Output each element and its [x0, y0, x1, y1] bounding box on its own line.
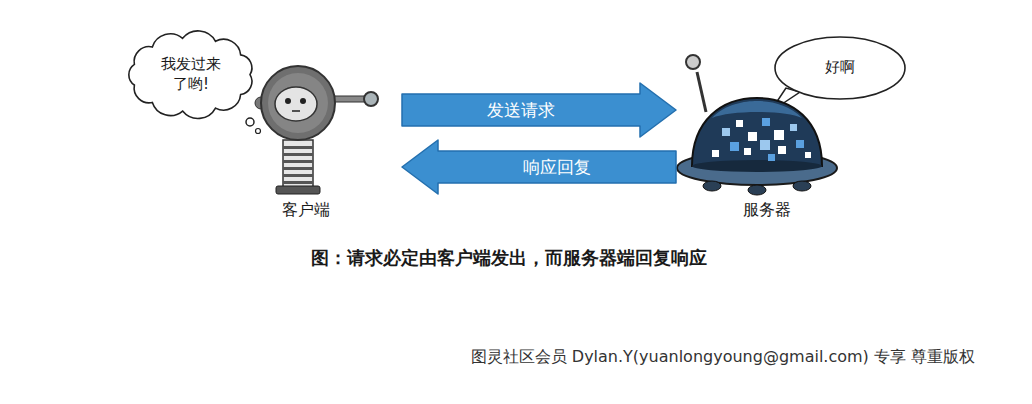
- server-robot-figure-part: [744, 148, 751, 155]
- client-robot-figure-part: [261, 66, 335, 140]
- bubble-text: 好啊: [800, 58, 880, 78]
- server-robot-figure-part: [686, 55, 700, 69]
- client-robot-figure-part: [334, 96, 366, 102]
- server-robot-figure-part: [712, 101, 802, 118]
- client-robot-figure-part: [283, 181, 313, 184]
- client-robot-figure-part: [256, 129, 261, 134]
- server-robot-figure-part: [692, 160, 822, 172]
- client-robot-figure: [246, 66, 378, 194]
- arrow-label: 发送请求: [487, 100, 555, 120]
- client-robot-figure-part: [292, 110, 300, 112]
- client-robot-figure-part: [285, 98, 291, 104]
- server-robot-figure-part: [805, 152, 811, 158]
- server-robot-figure-part: [778, 146, 786, 154]
- client-robot-figure-part: [283, 146, 313, 149]
- client-robot-figure-part: [283, 167, 313, 170]
- server-robot-figure-part: [768, 154, 775, 161]
- client-robot-figure-part: [276, 186, 320, 194]
- client-robot-figure-part: [283, 140, 313, 188]
- copyright-watermark: 图灵社区会员 Dylan.Y(yuanlongyoung@gmail.com) …: [471, 347, 975, 366]
- server-robot-figure-part: [736, 120, 743, 127]
- server-robot-figure-part: [793, 181, 811, 191]
- server-robot-figure-part: [730, 142, 739, 151]
- server-robot-figure-part: [748, 185, 766, 195]
- bubble-text: 我发过来 了哟!: [156, 55, 226, 94]
- server-robot-figure-part: [703, 181, 721, 191]
- speech-bubble: 好啊: [772, 34, 908, 102]
- block-arrow: [402, 140, 676, 194]
- client-robot-figure-part: [246, 118, 254, 126]
- client-robot-figure-part: [364, 92, 378, 106]
- server-robot-figure-part: [760, 140, 770, 150]
- block-arrow: [402, 83, 676, 137]
- client-robot-figure-part: [300, 98, 306, 104]
- client-robot-figure-part: [268, 73, 328, 133]
- node-label: 服务器: [678, 200, 856, 223]
- server-robot-figure-part: [796, 140, 804, 148]
- server-robot-figure-part: [790, 124, 797, 131]
- server-robot-figure-part: [774, 130, 784, 140]
- speech-bubble: 我发过来 了哟!: [122, 28, 260, 121]
- server-robot-figure-part: [712, 150, 719, 157]
- client-robot: 客户端: [240, 55, 400, 223]
- server-robot: 服务器: [678, 100, 856, 223]
- figure-caption: 图：请求必定由客户端发出，而服务器端回复响应: [311, 247, 707, 269]
- client-robot-figure-part: [283, 174, 313, 177]
- server-robot-figure-part: [697, 72, 706, 112]
- node-label: 客户端: [240, 200, 400, 223]
- arrow-label: 响应回复: [523, 157, 591, 177]
- server-robot-figure-part: [748, 132, 757, 141]
- client-robot-figure-part: [275, 87, 317, 121]
- speech-bubble-path: [129, 31, 252, 119]
- client-robot-figure-part: [283, 160, 313, 163]
- server-robot-figure-part: [722, 128, 730, 136]
- client-robot-figure-part: [283, 153, 313, 156]
- speech-bubble-path: [775, 37, 905, 99]
- server-robot-figure-part: [762, 118, 770, 126]
- server-robot-figure-part: [692, 98, 822, 166]
